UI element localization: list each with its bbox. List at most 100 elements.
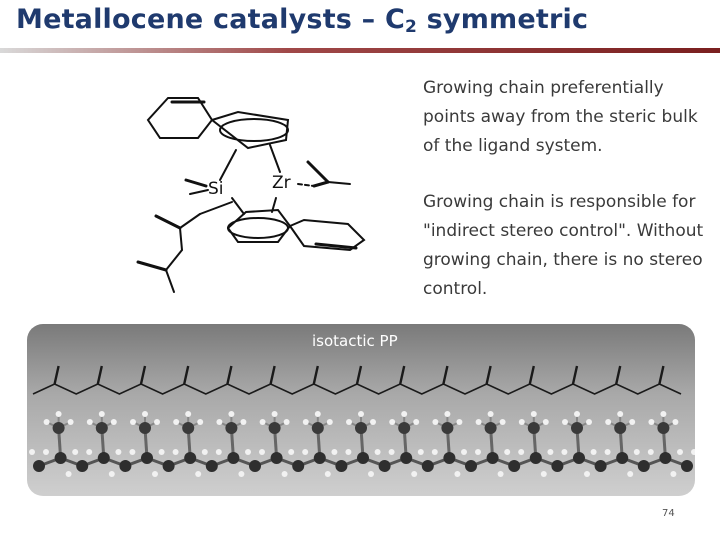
- pp-backbone-carbon: [97, 452, 110, 464]
- title-end: symmetric: [417, 4, 589, 35]
- pp-hydrogen-atom: [215, 449, 222, 455]
- pp-backbone-carbon: [508, 460, 521, 472]
- pp-backbone-carbon: [184, 452, 197, 464]
- metallocene-structure: Si Zr: [136, 97, 366, 293]
- pp-methyl-carbon: [355, 422, 367, 434]
- pp-backbone-carbon: [249, 460, 261, 472]
- pp-hydrogen-atom: [677, 449, 683, 455]
- pp-hydrogen-atom: [283, 419, 290, 425]
- pp-hydrogen-atom: [201, 449, 208, 455]
- pp-methyl-wedge: [528, 365, 535, 385]
- pp-methyl-carbon: [311, 422, 324, 434]
- pp-hydrogen-atom: [281, 471, 288, 477]
- pp-hydrogen-atom: [648, 419, 655, 425]
- pp-hydrogen-atom: [259, 449, 265, 455]
- pp-hydrogen-atom: [130, 419, 136, 425]
- pp-methyl-carbon: [268, 422, 281, 434]
- pp-hydrogen-atom: [504, 449, 511, 455]
- pp-backbone-carbon: [335, 460, 348, 472]
- pp-methyl-carbon: [484, 422, 497, 434]
- pp-methyl-carbon: [398, 422, 411, 434]
- pp-hydrogen-atom: [259, 419, 266, 425]
- pp-label: isotactic PP: [312, 332, 398, 350]
- pp-backbone-carbon: [292, 460, 305, 472]
- pp-methyl-wedge: [658, 365, 665, 385]
- pp-hydrogen-atom: [411, 471, 418, 477]
- title-main: Metallocene catalysts – C: [16, 4, 405, 35]
- pp-hydrogen-atom: [173, 419, 180, 425]
- pp-backbone-carbon: [141, 452, 153, 464]
- pp-hydrogen-atom: [475, 419, 482, 425]
- pp-backbone-carbon: [551, 460, 564, 472]
- pp-hydrogen-atom: [108, 471, 115, 477]
- pp-methyl-carbon: [182, 422, 195, 434]
- pp-methyl-carbon: [225, 422, 238, 434]
- pp-methyl-wedge: [399, 365, 406, 385]
- pp-backbone-carbon: [357, 452, 369, 464]
- page-number: 74: [662, 508, 675, 519]
- pp-backbone-carbon: [119, 460, 132, 472]
- pp-hydrogen-atom: [288, 449, 295, 455]
- pp-hydrogen-atom: [326, 419, 333, 425]
- pp-hydrogen-atom: [345, 449, 352, 455]
- pp-methyl-carbon: [52, 422, 65, 434]
- pp-methyl-wedge: [571, 365, 579, 385]
- pp-hydrogen-atom: [302, 449, 309, 455]
- pp-backbone-carbon: [465, 460, 477, 472]
- pp-methyl-carbon: [571, 422, 583, 434]
- pp-hydrogen-atom: [331, 449, 338, 455]
- pp-methyl-wedge: [139, 365, 147, 385]
- zr-label: Zr: [272, 173, 291, 193]
- pp-backbone-carbon: [76, 460, 89, 472]
- pp-hydrogen-atom: [561, 449, 568, 455]
- pp-backbone-carbon: [594, 460, 607, 472]
- pp-hydrogen-atom: [660, 411, 667, 417]
- pp-methyl-carbon: [657, 422, 670, 434]
- pp-methyl-wedge: [355, 365, 363, 385]
- pp-methyl-carbon: [527, 422, 540, 434]
- pp-hydrogen-atom: [518, 449, 525, 455]
- pp-backbone-carbon: [681, 460, 693, 472]
- pp-backbone-carbon: [421, 460, 434, 472]
- pp-methyl-wedge: [485, 365, 492, 385]
- pp-hydrogen-atom: [302, 419, 309, 425]
- pp-hydrogen-atom: [627, 471, 634, 477]
- title-underline: [0, 48, 720, 53]
- pp-molecule-graphic: [29, 365, 695, 477]
- pp-hydrogen-atom: [86, 449, 93, 455]
- pp-hydrogen-atom: [86, 419, 93, 425]
- pp-hydrogen-atom: [72, 449, 79, 455]
- pp-methyl-carbon: [95, 422, 108, 434]
- pp-methyl-carbon: [614, 422, 627, 434]
- pp-hydrogen-atom: [475, 449, 481, 455]
- pp-hydrogen-atom: [590, 449, 597, 455]
- pp-hydrogen-atom: [629, 419, 636, 425]
- pp-backbone-carbon: [637, 460, 650, 472]
- pp-hydrogen-atom: [691, 449, 695, 455]
- pp-hydrogen-atom: [547, 449, 554, 455]
- pp-hydrogen-atom: [154, 419, 160, 425]
- pp-hydrogen-atom: [389, 419, 396, 425]
- pp-methyl-wedge: [615, 365, 622, 385]
- pp-methyl-wedge: [183, 365, 190, 385]
- pp-hydrogen-atom: [152, 471, 158, 477]
- pp-hydrogen-atom: [324, 471, 331, 477]
- pp-methyl-wedge: [269, 365, 276, 385]
- pp-hydrogen-atom: [444, 411, 451, 417]
- pp-hydrogen-atom: [432, 419, 439, 425]
- note-stereo-control: Growing chain is responsible for "indire…: [423, 192, 704, 299]
- pp-hydrogen-atom: [55, 411, 62, 417]
- pp-backbone-carbon: [659, 452, 672, 464]
- pp-hydrogen-atom: [172, 449, 179, 455]
- pp-hydrogen-atom: [647, 449, 654, 455]
- pp-methyl-wedge: [226, 365, 233, 385]
- pp-hydrogen-atom: [370, 419, 376, 425]
- pp-hydrogen-atom: [158, 449, 165, 455]
- pp-hydrogen-atom: [185, 411, 192, 417]
- pp-hydrogen-atom: [314, 411, 321, 417]
- pp-hydrogen-atom: [617, 411, 624, 417]
- pp-hydrogen-atom: [574, 411, 580, 417]
- pp-hydrogen-atom: [540, 471, 547, 477]
- title-subscript: 2: [405, 17, 418, 37]
- pp-backbone-carbon: [33, 460, 45, 472]
